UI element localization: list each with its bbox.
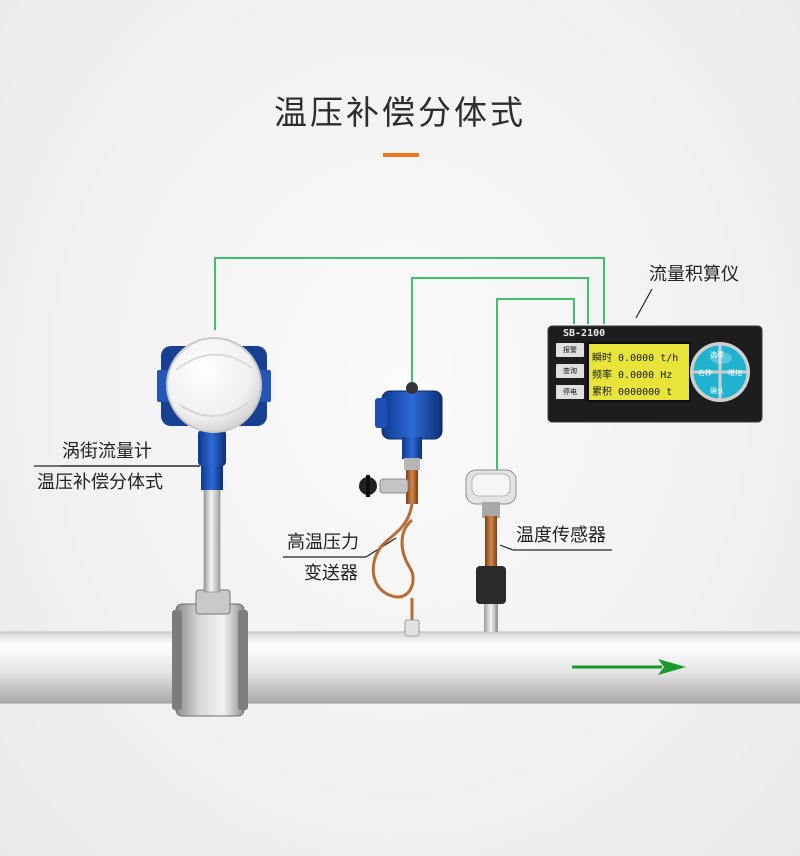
wire-vortex <box>214 257 605 330</box>
lcd-row-2: 频率 0.0000 Hz <box>592 366 672 381</box>
instrument-left-button-3: 停电 <box>563 388 577 396</box>
lcd-row-1-value: 0.0000 <box>618 353 655 364</box>
title-underline <box>383 153 419 157</box>
label-vortex-line1: 涡街流量计 <box>62 441 152 462</box>
temperature-sensor <box>465 469 517 632</box>
label-vortex-line2: 温压补偿分体式 <box>37 472 163 493</box>
lcd-row-2-name: 频率 <box>592 370 612 381</box>
label-totalizer: 流量积算仪 <box>649 264 739 285</box>
page-title: 温压补偿分体式 <box>274 93 526 132</box>
lcd-row-2-value: 0.0000 <box>618 370 655 381</box>
instrument-key-shift: 右移 <box>698 369 712 377</box>
instrument-key-increase: 增加 <box>728 369 742 377</box>
instrument-key-confirm: 确认 <box>710 387 724 395</box>
pressure-transmitter <box>359 382 443 637</box>
instrument-left-button-2: 查询 <box>563 367 577 375</box>
signal-wires <box>214 257 605 470</box>
lcd-row-1-name: 瞬时 <box>592 353 612 364</box>
lcd-row-3: 累积 0000000 t <box>592 383 672 398</box>
label-temperature-sensor: 温度传感器 <box>516 525 606 546</box>
instrument-left-button-1: 报警 <box>563 346 577 354</box>
lcd-row-3-name: 累积 <box>592 387 612 398</box>
instrument-key-select: 选项 <box>710 351 724 359</box>
vortex-flowmeter <box>157 337 271 717</box>
wire-pressure <box>411 277 589 385</box>
wire-temperature <box>496 298 575 470</box>
lcd-row-3-value: 0000000 <box>618 387 661 398</box>
lcd-row-1: 瞬时 0.0000 t/h <box>592 349 678 364</box>
lcd-row-1-unit: t/h <box>660 353 679 364</box>
label-pressure-line2: 变送器 <box>304 563 358 584</box>
flow-totalizer-device <box>547 325 763 423</box>
label-pressure-line1: 高温压力 <box>287 532 359 553</box>
lcd-row-2-unit: Hz <box>660 370 673 381</box>
lcd-row-3-unit: t <box>666 387 673 398</box>
instrument-model: SB-2100 <box>563 328 606 339</box>
flow-direction-arrow <box>572 659 686 675</box>
